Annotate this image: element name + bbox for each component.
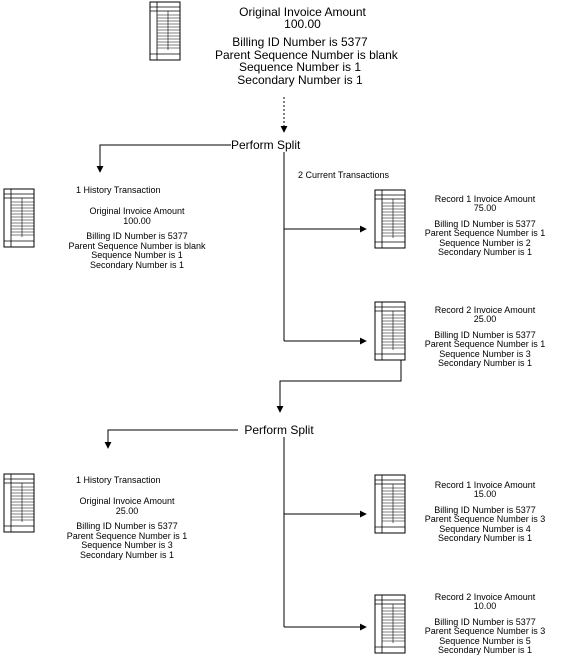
- split1-record2-doc-icon: [374, 301, 406, 361]
- current-transactions-text: 2 Current Transactions: [298, 170, 390, 180]
- split1-record1-amount-label: Record 1 Invoice Amount: [434, 194, 536, 204]
- split1-record2-seq: Sequence Number is 3: [439, 348, 531, 359]
- history1-text: 1 History Transaction Original Invoice A…: [52, 185, 222, 270]
- history2-amount-value: 25.00: [115, 505, 139, 516]
- history2-title: 1 History Transaction: [76, 475, 161, 485]
- split2-record1-seq: Sequence Number is 4: [439, 523, 531, 534]
- split1-record2-amount-label: Record 2 Invoice Amount: [434, 305, 536, 315]
- split1-record1-parent-seq: Parent Sequence Number is 1: [424, 228, 546, 239]
- history2-secondary: Secondary Number is 1: [79, 549, 175, 560]
- split1-record2-amount-value: 25.00: [473, 314, 497, 325]
- split2-record2-secondary: Secondary Number is 1: [437, 645, 533, 656]
- history2-amount-label: Original Invoice Amount: [79, 496, 175, 507]
- history1-secondary: Secondary Number is 1: [89, 259, 185, 270]
- perform-split-1-label: Perform Split: [231, 138, 301, 152]
- split1-record1-doc-icon: [374, 189, 406, 249]
- split1-record1-billing: Billing ID Number is 5377: [434, 218, 536, 229]
- history2-parent-seq: Parent Sequence Number is 1: [66, 530, 188, 541]
- original-secondary: Secondary Number is 1: [237, 72, 363, 87]
- history1-billing: Billing ID Number is 5377: [86, 231, 188, 242]
- original-seq: Sequence Number is 1: [238, 60, 362, 75]
- split2-record2-billing: Billing ID Number is 5377: [434, 616, 536, 627]
- history1-parent-seq: Parent Sequence Number is blank: [68, 240, 206, 251]
- split2-record2-parent-seq: Parent Sequence Number is 3: [424, 626, 546, 637]
- split2-record2-doc-icon: [374, 594, 406, 654]
- arrow-to-history2: [104, 429, 238, 449]
- original-invoice-doc-icon: [149, 1, 181, 61]
- perform-split-2-label: Perform Split: [238, 424, 320, 436]
- original-invoice-text: Original Invoice Amount 100.00: [225, 6, 380, 30]
- perform-split-1-text: Perform Split: [231, 138, 301, 152]
- history1-amount-label: Original Invoice Amount: [89, 206, 185, 217]
- history1-seq: Sequence Number is 1: [91, 250, 183, 261]
- split2-record2-amount-label: Record 2 Invoice Amount: [434, 592, 536, 602]
- original-parent-seq: Parent Sequence Number is blank: [215, 47, 398, 62]
- split2-record1-parent-seq: Parent Sequence Number is 3: [424, 514, 546, 525]
- split2-record2-seq: Sequence Number is 5: [439, 635, 531, 646]
- split2-record1-text: Record 1 Invoice Amount 15.00 Billing ID…: [410, 480, 560, 544]
- split2-record1-amount-label: Record 1 Invoice Amount: [434, 480, 536, 490]
- history1-title: 1 History Transaction: [76, 185, 161, 195]
- history2-text: 1 History Transaction Original Invoice A…: [52, 475, 202, 560]
- split2-record1-doc-icon: [374, 474, 406, 534]
- history2-seq: Sequence Number is 3: [81, 540, 173, 551]
- arrow-to-split2: [276, 360, 402, 413]
- original-invoice-details: Billing ID Number is 5377 Parent Sequenc…: [215, 35, 398, 87]
- current-transactions-label: 2 Current Transactions: [298, 170, 413, 180]
- history2-billing: Billing ID Number is 5377: [76, 521, 178, 532]
- split2-record2-amount-value: 10.00: [473, 601, 497, 612]
- split1-record2-billing: Billing ID Number is 5377: [434, 329, 536, 340]
- arrow-to-history1: [96, 144, 231, 173]
- split2-record1-amount-value: 15.00: [473, 489, 497, 500]
- split1-record2-text: Record 2 Invoice Amount 25.00 Billing ID…: [410, 305, 560, 369]
- split1-record1-amount-value: 75.00: [473, 203, 497, 214]
- history1-doc-icon: [3, 188, 35, 248]
- original-amount-value: 100.00: [284, 17, 321, 31]
- split2-record1-secondary: Secondary Number is 1: [437, 533, 533, 544]
- history2-doc-icon: [3, 473, 35, 533]
- split1-record1-seq: Sequence Number is 2: [439, 237, 531, 248]
- split1-record1-secondary: Secondary Number is 1: [437, 247, 533, 258]
- original-amount-label: Original Invoice Amount: [239, 5, 366, 19]
- split2-record1-billing: Billing ID Number is 5377: [434, 504, 536, 515]
- split1-record1-text: Record 1 Invoice Amount 75.00 Billing ID…: [410, 194, 560, 258]
- split2-record2-text: Record 2 Invoice Amount 10.00 Billing ID…: [410, 592, 560, 656]
- split1-record2-secondary: Secondary Number is 1: [437, 358, 533, 369]
- original-billing: Billing ID Number is 5377: [232, 35, 368, 49]
- split1-record2-parent-seq: Parent Sequence Number is 1: [424, 339, 546, 350]
- history1-amount-value: 100.00: [123, 215, 151, 226]
- perform-split-2-text: Perform Split: [244, 423, 314, 437]
